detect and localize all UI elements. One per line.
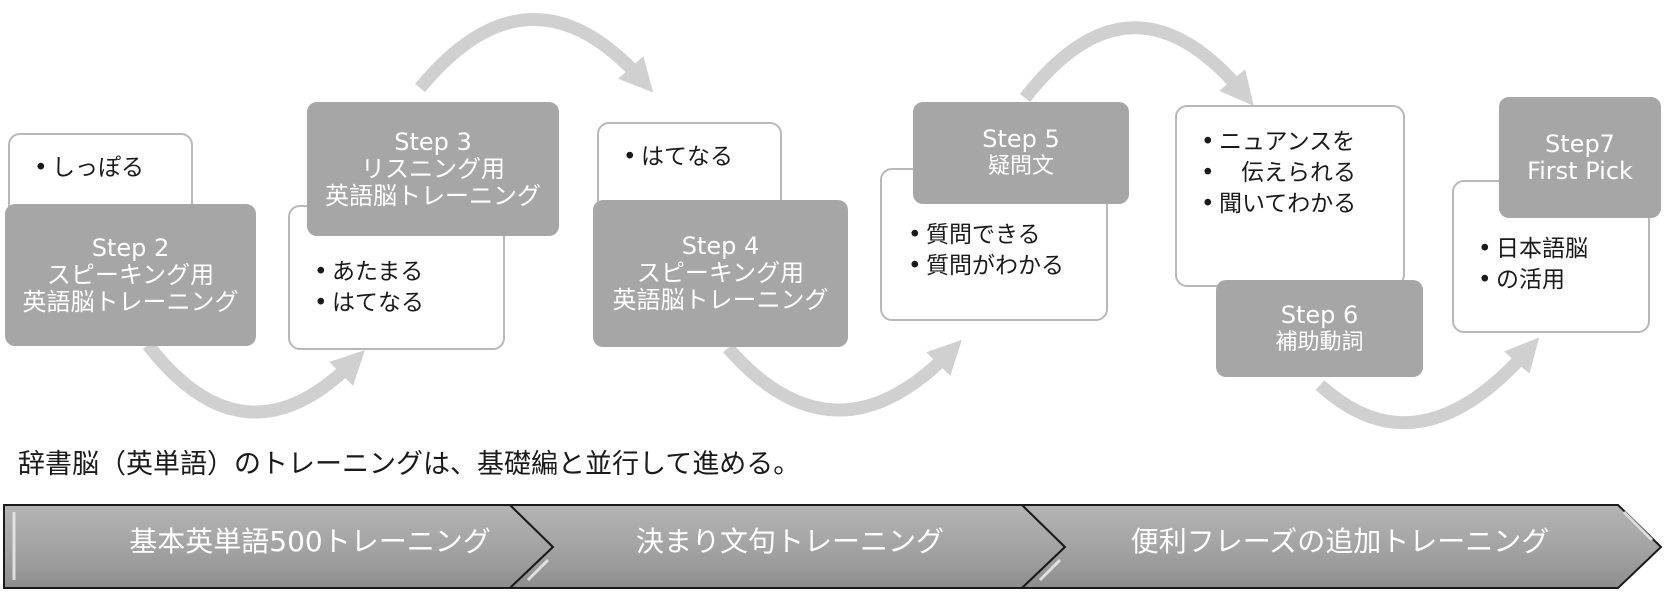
step2-notes-box: しっぽる — [8, 133, 193, 223]
step7-bullet-2: の活用 — [1476, 265, 1648, 296]
phase-highlight-4 — [1622, 510, 1654, 542]
arrow-step4-to-step5 — [723, 339, 962, 417]
step6-title: Step 6 — [1280, 300, 1359, 329]
step7-bullet-1: 日本語脳 — [1476, 234, 1648, 265]
step4-bullet-1: はてなる — [621, 142, 780, 173]
arrow-step6-to-step7 — [1315, 337, 1540, 430]
step4-line-1: スピーキング用 — [636, 259, 805, 287]
phase-label-3: 便利フレーズの追加トレーニング — [1130, 525, 1550, 558]
step5-box: Step 5 疑問文 — [913, 102, 1129, 204]
step3-line-1: リスニング用 — [361, 154, 505, 183]
phase-chevron-bar — [3, 504, 1663, 589]
step6-bullet-2: 伝えられる — [1199, 158, 1403, 189]
step6-line-1: 補助動詞 — [1275, 329, 1364, 355]
arrow-step3-to-step4 — [414, 13, 654, 93]
step4-notes-box: はてなる — [597, 122, 782, 212]
dictionary-brain-note: 辞書脳（英単語）のトレーニングは、基礎編と並行して進める。 — [18, 449, 801, 480]
step4-box: Step 4 スピーキング用 英語脳トレーニング — [593, 200, 848, 347]
step3-title: Step 3 — [394, 127, 472, 156]
step3-bullet-2: はてなる — [312, 288, 503, 319]
step5-line-1: 疑問文 — [987, 154, 1054, 179]
step3-bullet-1: あたまる — [312, 257, 503, 288]
step6-box: Step 6 補助動詞 — [1216, 280, 1423, 377]
step7-box: Step7 First Pick — [1499, 97, 1661, 218]
arrow-step2-to-step3 — [142, 341, 365, 419]
step6-bullet-1: ニュアンスを — [1199, 127, 1403, 158]
step2-line-1: スピーキング用 — [46, 260, 215, 289]
phase-highlight-3 — [1038, 558, 1062, 582]
step2-title: Step 2 — [91, 233, 170, 262]
step7-line-1: First Pick — [1527, 156, 1633, 185]
step4-title: Step 4 — [681, 232, 760, 260]
phase-label-1: 基本英単語500トレーニング — [129, 525, 491, 558]
step7-title: Step7 — [1545, 129, 1615, 158]
phase-chevron-3 — [1019, 504, 1663, 589]
phase-highlight-2 — [526, 558, 550, 582]
step3-line-2: 英語脳トレーニング — [325, 181, 541, 210]
step5-title: Step 5 — [982, 125, 1060, 153]
phase-label-2: 決まり文句トレーニング — [635, 525, 944, 558]
arrow-step5-to-step6 — [1019, 21, 1254, 106]
step6-notes-box: ニュアンスを 伝えられる 聞いてわかる — [1175, 105, 1405, 287]
step3-box: Step 3 リスニング用 英語脳トレーニング — [307, 102, 559, 236]
step5-bullet-2: 質問がわかる — [906, 251, 1106, 282]
step5-bullet-1: 質問できる — [906, 220, 1106, 251]
step2-box: Step 2 スピーキング用 英語脳トレーニング — [5, 204, 256, 346]
step2-bullet-1: しっぽる — [32, 153, 191, 184]
step6-bullet-3: 聞いてわかる — [1199, 189, 1403, 220]
step2-line-2: 英語脳トレーニング — [22, 287, 239, 316]
step4-line-2: 英語脳トレーニング — [612, 286, 829, 314]
